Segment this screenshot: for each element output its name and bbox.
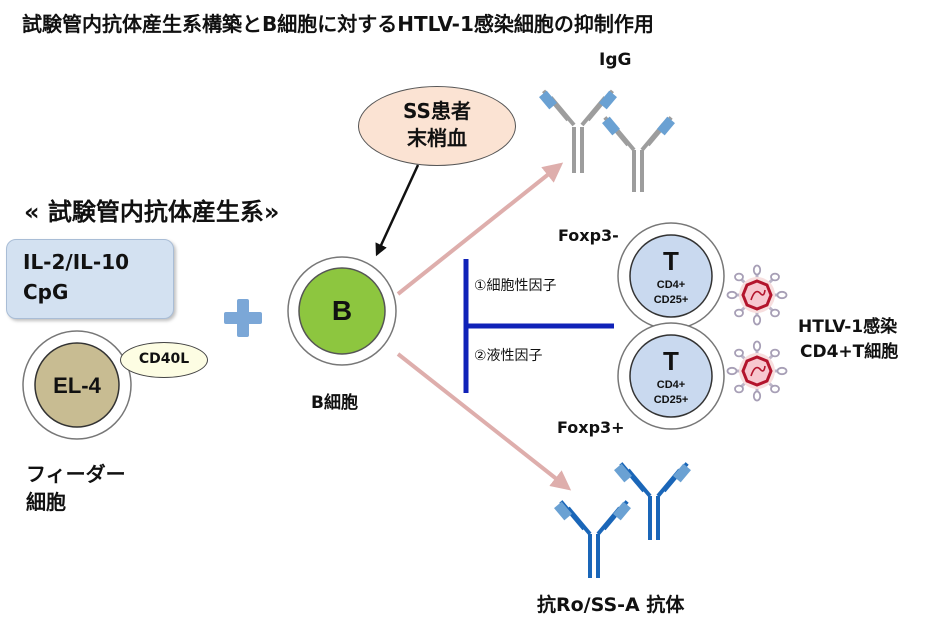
- arrow-to-anti-ro: [396, 352, 572, 491]
- arrow-from-ss-blood: [375, 164, 420, 257]
- plus-icon: [224, 299, 262, 337]
- feeder-caption-line-2: 細胞: [26, 490, 66, 514]
- stimulant-box: IL-2/IL-10 CpG: [6, 239, 174, 319]
- htlv-label-line-2: CD4+T細胞: [800, 342, 899, 362]
- stimulant-cpg: CpG: [23, 280, 69, 304]
- t-cell-marker-cd25-1: CD25+: [654, 294, 689, 306]
- culture-system-label: « 試験管内抗体産生系»: [24, 198, 280, 226]
- el4-label: EL-4: [53, 373, 101, 398]
- htlv-label-line-1: HTLV-1感染: [798, 317, 898, 337]
- t-cell-marker-cd4-2: CD4+: [657, 379, 685, 391]
- igg-antibody-icon: [602, 116, 675, 192]
- inhibition-bar: [463, 259, 614, 393]
- t-cell-nucleus-1: [629, 234, 713, 318]
- t-cell-marker-cd4-1: CD4+: [657, 279, 685, 291]
- cellular-factor-label: ①細胞性因子: [474, 278, 557, 294]
- arrow-to-igg: [396, 162, 564, 296]
- igg-label: IgG: [599, 50, 632, 70]
- t-cell-nucleus-2: [629, 334, 713, 418]
- virus-icon: [726, 264, 788, 326]
- igg-antibody-icon: [539, 89, 617, 173]
- t-cell-letter-2: T: [663, 346, 679, 376]
- cd40l-ligand: CD40L: [120, 342, 208, 378]
- t-cell-marker-cd25-2: CD25+: [654, 394, 689, 406]
- anti-ro-antibody-icon: [554, 500, 631, 578]
- anti-ro-antibody-icon: [614, 462, 691, 540]
- b-cell-nucleus: [298, 267, 386, 355]
- ss-bubble-line-2: 末梢血: [407, 126, 467, 150]
- b-cell-caption: B細胞: [311, 393, 358, 413]
- anti-ro-label: 抗Ro/SS-A 抗体: [537, 594, 685, 616]
- page-title: 試験管内抗体産生系構築とB細胞に対するHTLV-1感染細胞の抑制作用: [22, 12, 654, 36]
- humoral-factor-label: ②液性因子: [474, 348, 543, 364]
- foxp3-positive-label: Foxp3+: [557, 418, 625, 437]
- foxp3-negative-label: Foxp3-: [558, 226, 619, 245]
- virus-icon: [726, 340, 788, 402]
- b-cell-letter: B: [332, 295, 352, 326]
- t-cell-letter-1: T: [663, 246, 679, 276]
- ss-patient-blood-bubble: SS患者 末梢血: [358, 86, 516, 166]
- stimulant-il2-il10: IL-2/IL-10: [23, 250, 130, 274]
- ss-bubble-line-1: SS患者: [403, 99, 471, 123]
- el4-nucleus: [34, 342, 120, 428]
- feeder-caption-line-1: フィーダー: [26, 462, 126, 486]
